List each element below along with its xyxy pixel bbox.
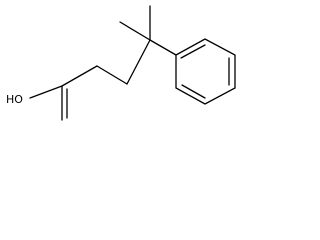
chemical-structure-diagram: HO <box>6 5 236 121</box>
bond-c2-c3 <box>96 65 128 85</box>
hydroxyl-label: HO <box>6 93 23 106</box>
phenyl-inner-double-3 <box>181 84 206 99</box>
bond-c4-phenyl <box>149 39 177 56</box>
bond-c1-c2 <box>61 65 98 87</box>
bond-c4-methyl-b <box>119 21 151 41</box>
bond-oh-c1 <box>29 85 63 99</box>
bond-c3-c4 <box>126 39 151 85</box>
phenyl-ring <box>175 38 236 105</box>
phenyl-inner-double-1 <box>180 44 206 59</box>
